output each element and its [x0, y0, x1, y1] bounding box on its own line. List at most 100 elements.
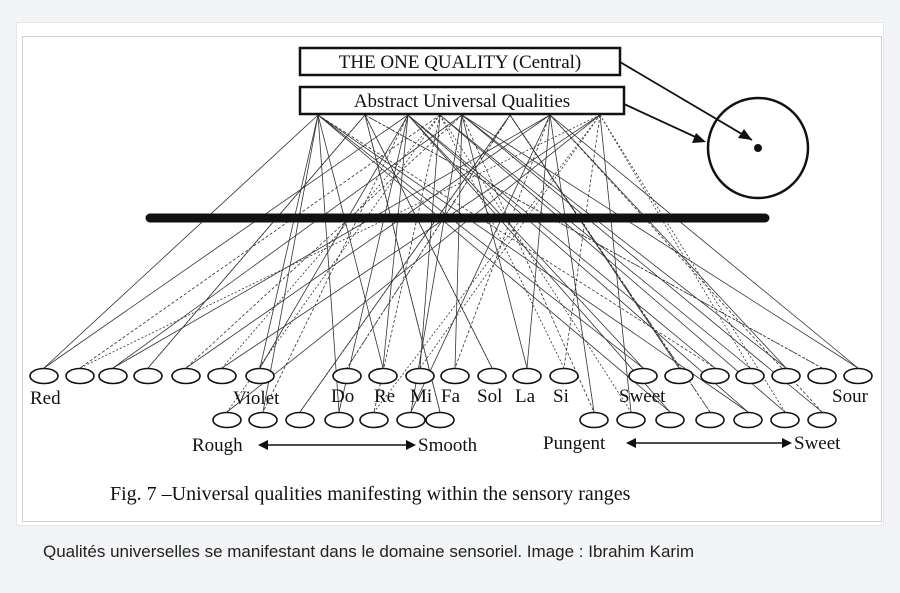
label-red: Red: [30, 388, 61, 409]
connection-line: [439, 114, 565, 369]
sense-oval: [579, 411, 609, 429]
connection-line: [262, 114, 319, 413]
label-si: Si: [553, 386, 569, 407]
connection-line: [373, 114, 601, 413]
connection-line: [526, 114, 551, 369]
pungent-sweet-arrow-right: [782, 438, 792, 448]
connection-line: [461, 114, 595, 413]
arrow-line-bottom: [623, 103, 703, 141]
connection-line: [185, 114, 463, 369]
central-dot: [754, 144, 762, 152]
abstract-qualities-box: [298, 85, 626, 116]
sense-oval: [133, 367, 163, 385]
arrow-head-bottom: [692, 133, 706, 143]
label-fa: Fa: [441, 386, 461, 407]
sense-oval: [324, 411, 354, 429]
sense-oval: [733, 411, 763, 429]
figure-caption: Fig. 7 –Universal qualities manifesting …: [110, 483, 631, 505]
sense-oval: [735, 367, 765, 385]
connection-line: [317, 114, 340, 413]
label-re: Re: [374, 386, 395, 407]
label-mi: Mi: [410, 386, 432, 407]
connection-line: [364, 114, 493, 369]
connection-line: [317, 114, 716, 369]
sense-oval: [396, 411, 426, 429]
label-sweet-bottom: Sweet: [794, 433, 841, 454]
label-sour: Sour: [832, 386, 869, 407]
central-circle: [706, 96, 810, 200]
sense-oval: [98, 367, 128, 385]
connection-line: [549, 114, 787, 369]
sense-oval: [664, 367, 694, 385]
label-do: Do: [331, 386, 354, 407]
sense-oval: [207, 367, 237, 385]
sense-oval: [616, 411, 646, 429]
rough-smooth-arrow-left: [258, 440, 268, 450]
sense-oval: [171, 367, 201, 385]
connection-line: [185, 114, 551, 369]
sense-oval: [425, 411, 455, 429]
connection-line: [338, 114, 409, 413]
sense-oval: [770, 411, 800, 429]
connection-line: [226, 114, 441, 413]
connection-line: [410, 114, 463, 413]
sense-oval: [807, 367, 837, 385]
connection-line: [317, 114, 384, 369]
label-rough: Rough: [192, 435, 243, 456]
connection-line: [112, 114, 551, 369]
sense-oval: [359, 411, 389, 429]
connection-lines: [43, 114, 859, 413]
one-quality-box: [298, 46, 622, 77]
connection-line: [299, 114, 511, 413]
connection-line: [509, 114, 711, 413]
connection-line: [79, 114, 441, 369]
sense-oval: [245, 367, 275, 385]
rough-smooth-arrow-right: [406, 440, 416, 450]
sense-oval: [285, 411, 315, 429]
connection-line: [419, 114, 441, 369]
sense-oval: [368, 367, 398, 385]
sense-oval: [771, 367, 801, 385]
connection-line: [43, 114, 409, 369]
sense-oval: [248, 411, 278, 429]
label-sol: Sol: [477, 386, 502, 407]
sense-oval: [655, 411, 685, 429]
abstract-qualities-label: Abstract Universal Qualities: [354, 91, 570, 112]
connection-line: [599, 114, 786, 413]
connection-line: [407, 114, 671, 413]
sense-oval: [628, 367, 658, 385]
sense-oval: [512, 367, 542, 385]
connection-line: [407, 114, 716, 369]
connection-line: [147, 114, 366, 369]
sense-ovals: [29, 367, 873, 429]
label-sweet-top: Sweet: [619, 386, 666, 407]
label-la: La: [515, 386, 536, 407]
label-violet: Violet: [233, 388, 280, 409]
connection-line: [549, 114, 823, 413]
label-smooth: Smooth: [418, 435, 478, 456]
sense-oval: [405, 367, 435, 385]
image-caption: Qualités universelles se manifestant dan…: [43, 542, 695, 561]
one-quality-label: THE ONE QUALITY (Central): [339, 52, 582, 73]
connection-line: [454, 114, 463, 369]
connection-line: [461, 114, 787, 369]
connection-line: [549, 114, 859, 369]
sense-oval: [477, 367, 507, 385]
connection-line: [364, 114, 823, 369]
pungent-sweet-arrow-left: [626, 438, 636, 448]
connection-line: [317, 114, 671, 413]
sense-oval: [549, 367, 579, 385]
connection-line: [317, 114, 749, 413]
image-caption-bar: Qualités universelles se manifestant dan…: [0, 540, 900, 570]
figure-inner-border: [22, 36, 882, 522]
connection-line: [461, 114, 528, 369]
sense-oval: [843, 367, 873, 385]
sense-oval: [65, 367, 95, 385]
connection-line: [439, 114, 632, 413]
connection-line: [382, 114, 409, 369]
connection-line: [259, 114, 319, 369]
connection-line: [410, 114, 551, 413]
connection-line: [262, 114, 409, 413]
connection-line: [599, 114, 751, 369]
